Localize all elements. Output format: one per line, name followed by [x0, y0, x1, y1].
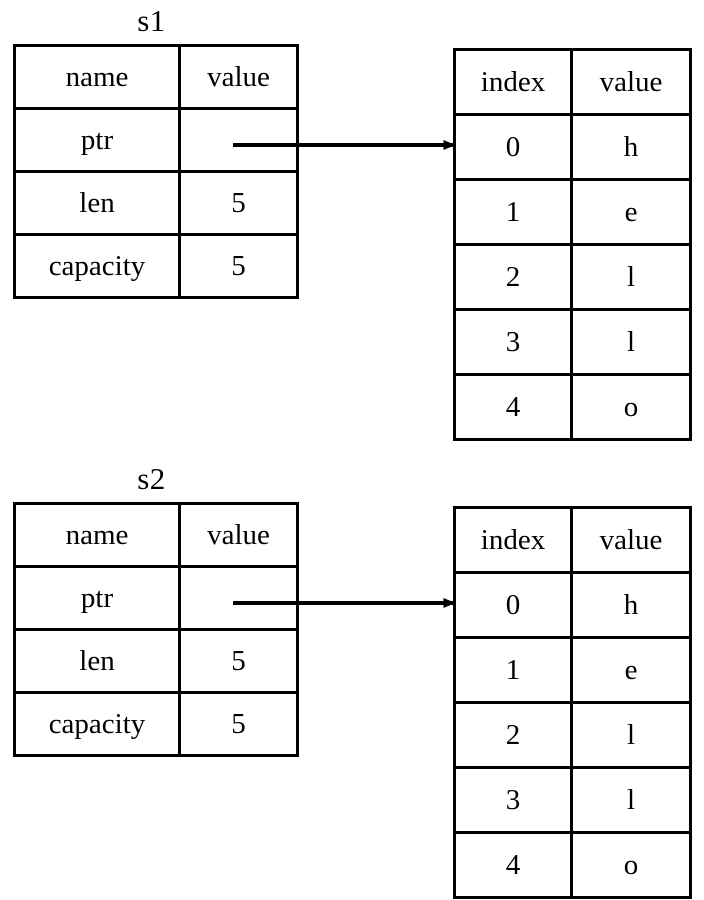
- table-row: ptr: [13, 565, 299, 631]
- table-row: 2 l: [453, 243, 692, 311]
- table-row: 0 h: [453, 571, 692, 639]
- struct-header-name: name: [13, 44, 181, 110]
- table-row: capacity 5: [13, 233, 299, 299]
- struct-field-name-len: len: [13, 170, 181, 236]
- buffer-index-4: 4: [453, 373, 573, 441]
- buffer-value-2: l: [570, 701, 692, 769]
- struct-header-value: value: [178, 502, 299, 568]
- table-row-header: name value: [13, 44, 299, 110]
- table-row-header: index value: [453, 48, 692, 116]
- buffer-value-4: o: [570, 373, 692, 441]
- struct-field-name-len: len: [13, 628, 181, 694]
- buffer-table-s1: index value 0 h 1 e 2 l 3 l 4 o: [453, 48, 692, 441]
- buffer-value-4: o: [570, 831, 692, 899]
- buffer-table-s2: index value 0 h 1 e 2 l 3 l 4 o: [453, 506, 692, 899]
- table-row: 1 e: [453, 178, 692, 246]
- struct-field-value-len: 5: [178, 170, 299, 236]
- buffer-index-1: 1: [453, 636, 573, 704]
- buffer-index-0: 0: [453, 571, 573, 639]
- struct-field-value-capacity: 5: [178, 233, 299, 299]
- table-row: 3 l: [453, 308, 692, 376]
- struct-field-value-ptr: [178, 565, 299, 631]
- buffer-header-index: index: [453, 48, 573, 116]
- table-row: 0 h: [453, 113, 692, 181]
- table-row: 4 o: [453, 373, 692, 441]
- struct-header-value: value: [178, 44, 299, 110]
- struct-field-value-len: 5: [178, 628, 299, 694]
- table-row-header: name value: [13, 502, 299, 568]
- pointer-arrow-s2: [233, 598, 456, 608]
- struct-field-name-ptr: ptr: [13, 107, 181, 173]
- table-row: len 5: [13, 628, 299, 694]
- buffer-header-index: index: [453, 506, 573, 574]
- buffer-header-value: value: [570, 506, 692, 574]
- table-row: 3 l: [453, 766, 692, 834]
- pointer-arrow-s1: [233, 140, 456, 150]
- buffer-index-2: 2: [453, 701, 573, 769]
- buffer-value-3: l: [570, 308, 692, 376]
- table-row: 2 l: [453, 701, 692, 769]
- struct-field-value-capacity: 5: [178, 691, 299, 757]
- buffer-index-3: 3: [453, 766, 573, 834]
- struct-field-value-ptr: [178, 107, 299, 173]
- buffer-index-4: 4: [453, 831, 573, 899]
- table-row: ptr: [13, 107, 299, 173]
- struct-field-name-capacity: capacity: [13, 691, 181, 757]
- struct-table-s2: name value ptr len 5 capacity 5: [13, 502, 299, 757]
- variable-name-label-s2: s2: [137, 461, 166, 496]
- table-row: capacity 5: [13, 691, 299, 757]
- buffer-index-0: 0: [453, 113, 573, 181]
- table-row-header: index value: [453, 506, 692, 574]
- buffer-value-2: l: [570, 243, 692, 311]
- struct-field-name-capacity: capacity: [13, 233, 181, 299]
- buffer-value-3: l: [570, 766, 692, 834]
- buffer-index-3: 3: [453, 308, 573, 376]
- buffer-value-1: e: [570, 178, 692, 246]
- table-row: 1 e: [453, 636, 692, 704]
- buffer-header-value: value: [570, 48, 692, 116]
- buffer-index-1: 1: [453, 178, 573, 246]
- buffer-value-0: h: [570, 571, 692, 639]
- buffer-value-1: e: [570, 636, 692, 704]
- table-row: len 5: [13, 170, 299, 236]
- struct-header-name: name: [13, 502, 181, 568]
- buffer-value-0: h: [570, 113, 692, 181]
- table-row: 4 o: [453, 831, 692, 899]
- variable-name-label-s1: s1: [137, 3, 166, 38]
- struct-field-name-ptr: ptr: [13, 565, 181, 631]
- buffer-index-2: 2: [453, 243, 573, 311]
- struct-table-s1: name value ptr len 5 capacity 5: [13, 44, 299, 299]
